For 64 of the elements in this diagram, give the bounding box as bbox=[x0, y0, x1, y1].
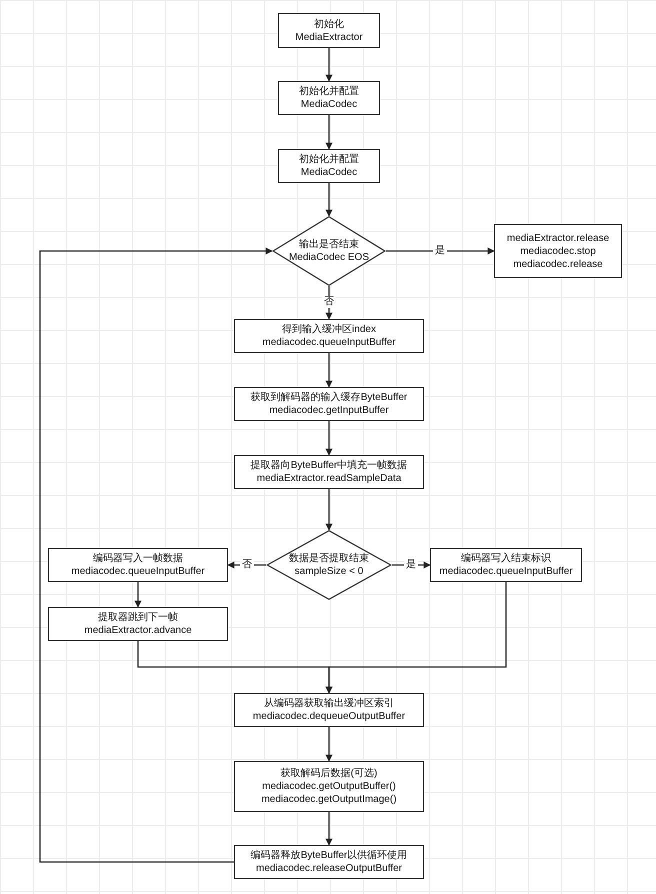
step-text: 编码器写入一帧数据 bbox=[93, 552, 183, 565]
step-text: mediacodec.queueInputBuffer bbox=[262, 336, 396, 349]
step-text: mediacodec.stop bbox=[520, 244, 596, 258]
step-text: mediacodec.queueInputBuffer bbox=[439, 565, 573, 578]
arrow bbox=[134, 582, 142, 608]
process-box bbox=[278, 13, 380, 48]
arrow bbox=[326, 812, 332, 846]
arrow bbox=[326, 48, 332, 82]
step-text: mediacodec.dequeueOutputBuffer bbox=[252, 710, 406, 723]
step-text: MediaExtractor bbox=[295, 30, 363, 44]
decision-diamond bbox=[272, 216, 386, 286]
process-box bbox=[234, 387, 424, 421]
edge-label: 是 bbox=[433, 245, 447, 257]
step-text: 提取器向ByteBuffer中填充一帧数据 bbox=[250, 459, 408, 472]
step-text: 数据是否提取结束 bbox=[289, 552, 369, 565]
process-box bbox=[234, 693, 424, 727]
arrow bbox=[326, 489, 332, 531]
edge-label: 否 bbox=[240, 559, 254, 571]
step-text: 得到输入缓冲区index bbox=[282, 323, 376, 336]
process-box bbox=[278, 149, 380, 183]
process-box bbox=[234, 845, 424, 879]
step-text: 编码器写入结束标识 bbox=[461, 552, 551, 565]
step-text: mediacodec.getOutputImage() bbox=[261, 793, 397, 806]
step-text: sampleSize < 0 bbox=[294, 565, 364, 578]
process-box bbox=[430, 548, 582, 582]
step-text: mediaExtractor.advance bbox=[84, 624, 192, 637]
process-box bbox=[48, 607, 228, 641]
step-text: 提取器跳到下一帧 bbox=[98, 611, 178, 624]
edge-label: 否 bbox=[322, 296, 336, 308]
step-text: 编码器释放ByteBuffer以供循环使用 bbox=[250, 849, 408, 862]
step-text: mediacodec.getOutputBuffer() bbox=[262, 780, 396, 793]
arrow bbox=[326, 115, 332, 150]
step-text: mediacodec.release bbox=[513, 258, 603, 270]
step-text: MediaCodec EOS bbox=[288, 251, 370, 264]
arrow bbox=[326, 582, 507, 694]
step-text: mediaExtractor.readSampleData bbox=[256, 472, 402, 485]
arrow bbox=[326, 727, 332, 762]
arrow bbox=[326, 421, 332, 456]
arrow bbox=[39, 248, 273, 863]
arrow bbox=[326, 183, 332, 217]
arrow bbox=[326, 353, 332, 388]
step-text: 初始化 bbox=[314, 18, 344, 30]
arrow bbox=[386, 248, 495, 254]
step-text: MediaCodec bbox=[300, 98, 358, 111]
process-box bbox=[234, 319, 424, 353]
process-box bbox=[48, 548, 228, 582]
edge-label: 是 bbox=[404, 559, 418, 571]
process-box bbox=[494, 224, 622, 278]
step-text: mediacodec.getInputBuffer bbox=[269, 404, 389, 417]
decision-diamond bbox=[266, 530, 392, 600]
arrow bbox=[227, 562, 266, 568]
step-text: 初始化并配置 bbox=[299, 153, 359, 166]
process-box bbox=[278, 81, 380, 115]
step-text: 获取解码后数据(可选) bbox=[280, 767, 378, 780]
step-text: MediaCodec bbox=[300, 166, 358, 179]
step-text: 输出是否结束 bbox=[299, 238, 359, 251]
step-text: 获取到解码器的输入缓存ByteBuffer bbox=[250, 391, 408, 404]
step-text: 初始化并配置 bbox=[299, 85, 359, 98]
step-text: mediacodec.releaseOutputBuffer bbox=[256, 862, 402, 875]
step-text: mediacodec.queueInputBuffer bbox=[71, 565, 205, 578]
step-text: mediaExtractor.release bbox=[506, 232, 610, 244]
process-box bbox=[234, 761, 424, 812]
process-box bbox=[234, 455, 424, 489]
step-text: 从编码器获取输出缓冲区索引 bbox=[264, 697, 394, 710]
